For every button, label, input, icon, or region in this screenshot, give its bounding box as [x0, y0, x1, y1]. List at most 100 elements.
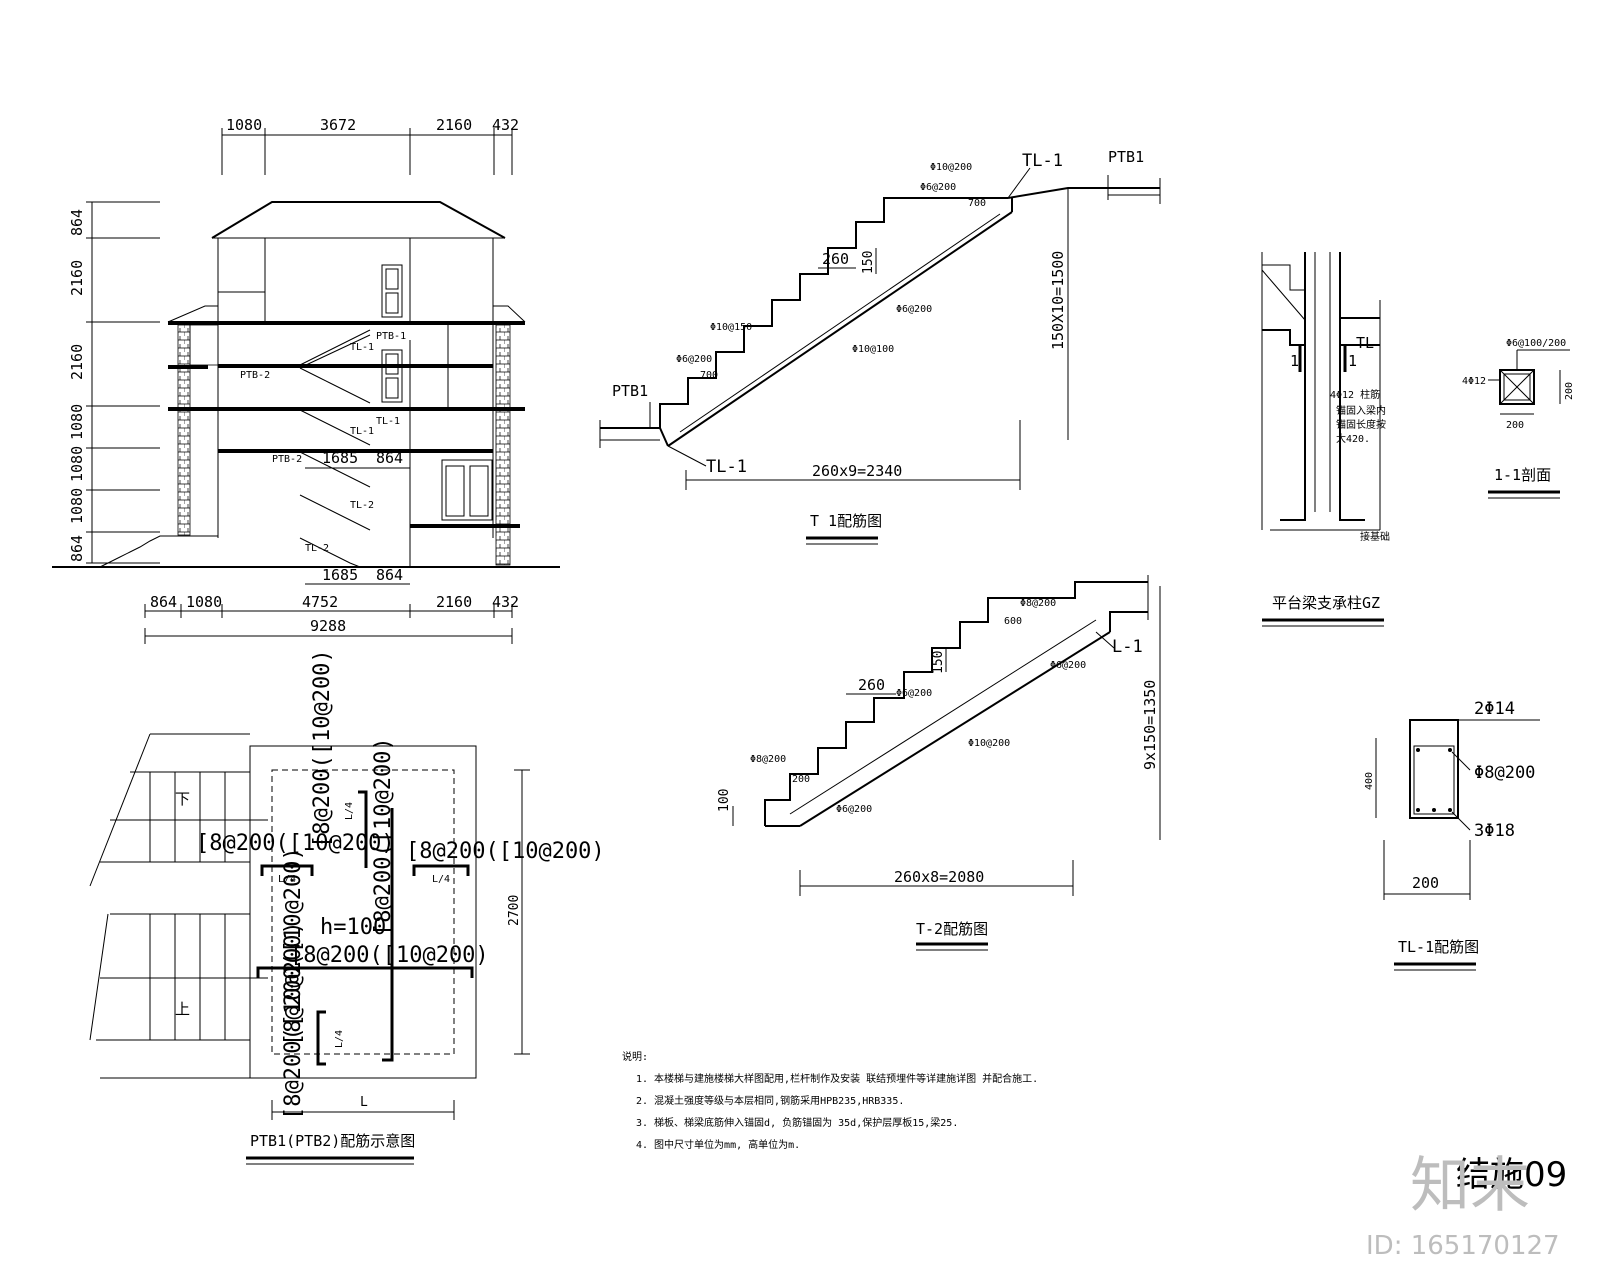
tl1-bottom: 3Φ18	[1474, 821, 1515, 841]
t1-title: T 1配筋图	[810, 512, 882, 530]
section-1-1: Φ6@100/200 4Φ12 200 200 1-1剖面	[1462, 338, 1575, 499]
total-dim: 9288	[310, 617, 346, 635]
ptb-h: h=100	[320, 915, 386, 940]
notes-item-1: 1. 本楼梯与建施楼梯大样图配用,栏杆制作及安装 联结预埋件等详建施详图 并配合…	[636, 1072, 1038, 1085]
t2-rebar-5: Φ8@200	[1020, 598, 1056, 609]
t1-small-2: 700	[700, 370, 718, 381]
lbl-tl2-a: TL-2	[350, 500, 374, 511]
gz-title: 平台梁支承柱GZ	[1272, 594, 1380, 612]
t1-tl-bottom: TL-1	[706, 457, 747, 477]
bottom-dim-2: 1080	[186, 593, 222, 611]
lbl-tl1-c: TL-1	[350, 426, 374, 437]
gz-sect-right: 1	[1348, 352, 1357, 370]
t1-ptb-top: PTB1	[1108, 148, 1144, 166]
ptb-l4-3: L/4	[432, 874, 450, 885]
t2-small-2: 200	[792, 774, 810, 785]
t1-ptb-bottom: PTB1	[612, 382, 648, 400]
lbl-tl1-a: TL-1	[350, 342, 374, 353]
tl1-w: 200	[1412, 874, 1439, 892]
lbl-ptb1: PTB-1	[376, 331, 406, 342]
s11-title: 1-1剖面	[1494, 466, 1551, 484]
t2-left-dim: 100	[717, 789, 732, 812]
inner-dim-upper-1: 1685	[322, 449, 358, 467]
watermark: 知末	[1410, 1151, 1530, 1221]
lbl-tl2-b: TL-2	[305, 543, 329, 554]
t1-height-dim: 150X10=1500	[1049, 251, 1067, 350]
sheet-code: 结施09	[1456, 1155, 1567, 1195]
lower-treads	[96, 913, 250, 1041]
ptb-l4-2: L/4	[278, 874, 296, 885]
t2-stair-detail: 100 9x150=1350 260x8=2080 260 150 L-1 Φ8…	[717, 575, 1161, 951]
t2-rebar-4: Φ10@200	[968, 738, 1010, 749]
t1-rebar-2: Φ6@200	[920, 182, 956, 193]
s11-main: 4Φ12	[1462, 376, 1486, 387]
t1-rebar-3: Φ6@200	[896, 304, 932, 315]
t1-stair-detail: 150X10=1500 260x9=2340 260 150 TL-1 PTB1…	[599, 148, 1161, 545]
general-notes: 说明: 1. 本楼梯与建施楼梯大样图配用,栏杆制作及安装 联结预埋件等详建施详图…	[622, 1050, 1038, 1151]
t2-small-1: 600	[1004, 616, 1022, 627]
gz-note-4: 大420.	[1336, 432, 1370, 445]
ptb-down: 下	[175, 790, 190, 808]
bottom-dim-4: 2160	[436, 593, 472, 611]
left-dim-7: 864	[68, 535, 86, 562]
gz-note-3: 锚固长度按	[1336, 418, 1386, 431]
inner-dim-upper-2: 864	[376, 449, 403, 467]
ptb-up: 上	[175, 1000, 190, 1018]
t2-tread: 260	[858, 676, 885, 694]
s11-stirrup: Φ6@100/200	[1506, 338, 1566, 349]
t1-run-dim: 260x9=2340	[812, 462, 902, 480]
t1-small-1: 700	[968, 198, 986, 209]
left-dim-4: 1080	[68, 404, 86, 440]
bottom-dim-3: 4752	[302, 593, 338, 611]
t1-rebar-4: Φ10@100	[852, 344, 894, 355]
bottom-dim-5: 432	[492, 593, 519, 611]
notes-heading: 说明:	[622, 1050, 648, 1063]
t1-riser: 150	[861, 251, 876, 274]
t2-title: T-2配筋图	[916, 920, 988, 938]
gz-sect-left: 1	[1290, 352, 1299, 370]
gz-tl: TL	[1356, 334, 1374, 352]
s11-w: 200	[1506, 420, 1524, 431]
lbl-ptb2-a: PTB-2	[240, 370, 270, 381]
left-dim-6: 1080	[68, 488, 86, 524]
ptb-bar-h-mid: [8@200([10@200)	[290, 943, 489, 968]
t2-tl-top: L-1	[1112, 637, 1143, 657]
tl1-top: 2Φ14	[1474, 699, 1515, 719]
ptb-l4-1: L/4	[344, 802, 355, 820]
t2-height-dim: 9x150=1350	[1141, 680, 1159, 770]
s11-h: 200	[1564, 382, 1575, 400]
ptb-plan: 下 上 L/4 L/4 L/4 L/4 [8@200([10@200) [8@2…	[89, 649, 605, 1165]
ptb-title: PTB1(PTB2)配筋示意图	[250, 1132, 415, 1150]
gz-foot: 接基础	[1360, 530, 1390, 543]
notes-item-4: 4. 图中尺寸单位为mm, 高单位为m.	[636, 1138, 800, 1151]
top-dim-4: 432	[492, 116, 519, 134]
ptb-dim-v: 2700	[507, 895, 522, 926]
sheet-id: ID: 165170127	[1366, 1231, 1560, 1261]
t1-rebar-5: Φ10@150	[710, 322, 752, 333]
t1-rebar-1: Φ10@200	[930, 162, 972, 173]
tl1-stirrup: Φ8@200	[1474, 763, 1535, 783]
t1-tl-top: TL-1	[1022, 151, 1063, 171]
left-dim-1: 864	[68, 209, 86, 236]
lbl-tl1-b: TL-1	[376, 416, 400, 427]
bottom-dim-1: 864	[150, 593, 177, 611]
gz-column-detail: 1 1 TL 4Φ12 柱筋 锚固入梁内 锚固长度按 大420. 接基础 平台梁…	[1261, 252, 1390, 627]
ptb-bar-v-left-bot: [8@200([10@200)	[281, 847, 306, 1046]
ptb-bar-h-left: [8@200([10@200)	[196, 831, 395, 856]
ptb-bar-v-mid: [8@200([10@200)	[371, 737, 396, 936]
top-dim-2: 3672	[320, 116, 356, 134]
left-dim-5: 1080	[68, 446, 86, 482]
gz-note-1: 4Φ12 柱筋	[1330, 388, 1380, 401]
t2-rebar-1: Φ8@200	[750, 754, 786, 765]
top-dim-3: 2160	[436, 116, 472, 134]
notes-item-2: 2. 混凝土强度等级与本层相同,钢筋采用HPB235,HRB335.	[636, 1094, 904, 1107]
top-dim-1: 1080	[226, 116, 262, 134]
building-section: 1080 3672 2160 432 864 2160 2160 1080 10…	[52, 116, 560, 644]
t2-riser: 150	[931, 651, 946, 674]
t2-rebar-2: Φ6@200	[896, 688, 932, 699]
t1-rebar-6: Φ6@200	[676, 354, 712, 365]
ptb-bar-v-left-top: [8@200([10@200)	[310, 649, 335, 848]
t2-run-dim: 260x8=2080	[894, 868, 984, 886]
inner-dim-lower-1: 1685	[322, 566, 358, 584]
